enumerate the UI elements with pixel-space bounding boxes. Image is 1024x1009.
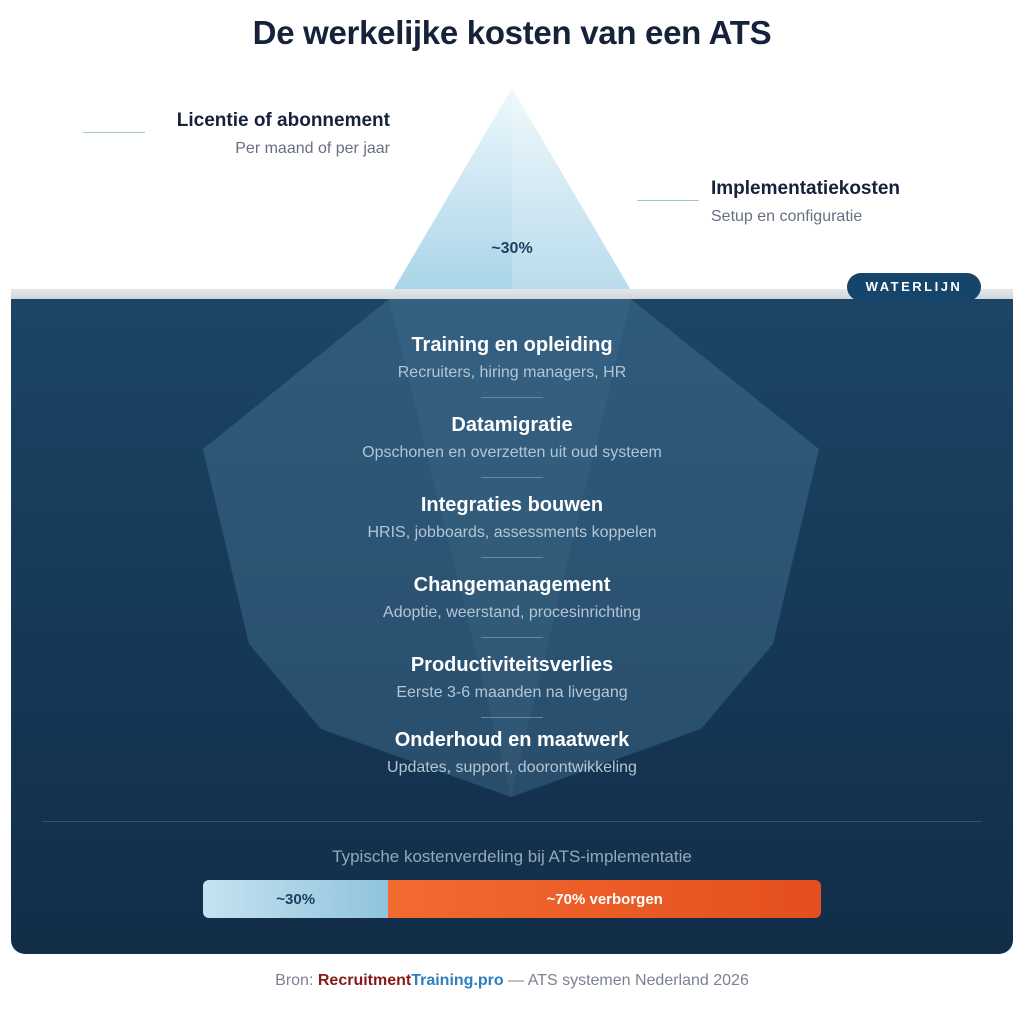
- iceberg-tip: [392, 88, 632, 292]
- hidden-cost-item: Changemanagement Adoptie, weerstand, pro…: [312, 574, 712, 622]
- brand-part2: Training.pro: [411, 972, 504, 989]
- hidden-cost-item: Productiviteitsverlies Eerste 3-6 maande…: [312, 654, 712, 702]
- item-subtitle: Eerste 3-6 maanden na livegang: [396, 684, 628, 701]
- item-subtitle: Adoptie, weerstand, procesinrichting: [383, 604, 641, 621]
- brand-logo[interactable]: RecruitmentTraining.pro: [318, 972, 504, 989]
- tip-percentage: ~30%: [491, 240, 533, 257]
- callout-implementation: Implementatiekosten Setup en configurati…: [637, 178, 937, 226]
- cost-split-bar: ~30% ~70% verborgen: [203, 880, 821, 918]
- item-title: Onderhoud en maatwerk: [394, 729, 630, 751]
- iceberg-body: [203, 299, 819, 797]
- divider: [481, 557, 543, 558]
- callout-license-title: Licentie of abonnement: [176, 110, 390, 131]
- divider: [481, 477, 543, 478]
- item-title: Changemanagement: [413, 574, 611, 596]
- callout-license-subtitle: Per maand of per jaar: [235, 140, 390, 157]
- callout-license: Licentie of abonnement Per maand of per …: [80, 110, 390, 158]
- item-subtitle: Opschonen en overzetten uit oud systeem: [362, 444, 662, 461]
- divider: [481, 637, 543, 638]
- item-title: Datamigratie: [451, 414, 573, 436]
- item-subtitle: HRIS, jobboards, assessments koppelen: [367, 524, 657, 541]
- waterline-badge: WATERLIJN: [847, 273, 981, 301]
- item-subtitle: Recruiters, hiring managers, HR: [397, 364, 627, 381]
- split-caption: Typische kostenverdeling bij ATS-impleme…: [332, 847, 692, 866]
- hidden-cost-item: Onderhoud en maatwerk Updates, support, …: [312, 729, 712, 777]
- source-suffix: — ATS systemen Nederland 2026: [508, 972, 749, 989]
- item-subtitle: Updates, support, doorontwikkeling: [387, 759, 637, 776]
- section-divider: [42, 821, 982, 822]
- visible-cost-segment: ~30%: [203, 880, 389, 918]
- hidden-cost-segment: ~70% verborgen: [388, 880, 821, 918]
- hidden-cost-item: Training en opleiding Recruiters, hiring…: [312, 334, 712, 382]
- water-surface: [11, 289, 1013, 299]
- visible-cost-label: ~30%: [276, 890, 316, 908]
- divider: [481, 397, 543, 398]
- hidden-cost-item: Integraties bouwen HRIS, jobboards, asse…: [312, 494, 712, 542]
- callout-implementation-subtitle: Setup en configuratie: [711, 208, 863, 225]
- item-title: Training en opleiding: [411, 334, 613, 356]
- item-title: Integraties bouwen: [420, 494, 604, 516]
- divider: [481, 717, 543, 718]
- source-footer: Bron: RecruitmentTraining.pro — ATS syst…: [0, 972, 1024, 990]
- callout-implementation-title: Implementatiekosten: [711, 178, 900, 199]
- page-title: De werkelijke kosten van een ATS: [252, 14, 772, 51]
- source-prefix: Bron:: [275, 972, 314, 989]
- hidden-cost-label: ~70% verborgen: [546, 890, 663, 908]
- underwater-panel: Training en opleiding Recruiters, hiring…: [11, 289, 1013, 954]
- brand-part1: Recruitment: [317, 972, 412, 989]
- item-title: Productiviteitsverlies: [410, 654, 614, 676]
- hidden-cost-item: Datamigratie Opschonen en overzetten uit…: [312, 414, 712, 462]
